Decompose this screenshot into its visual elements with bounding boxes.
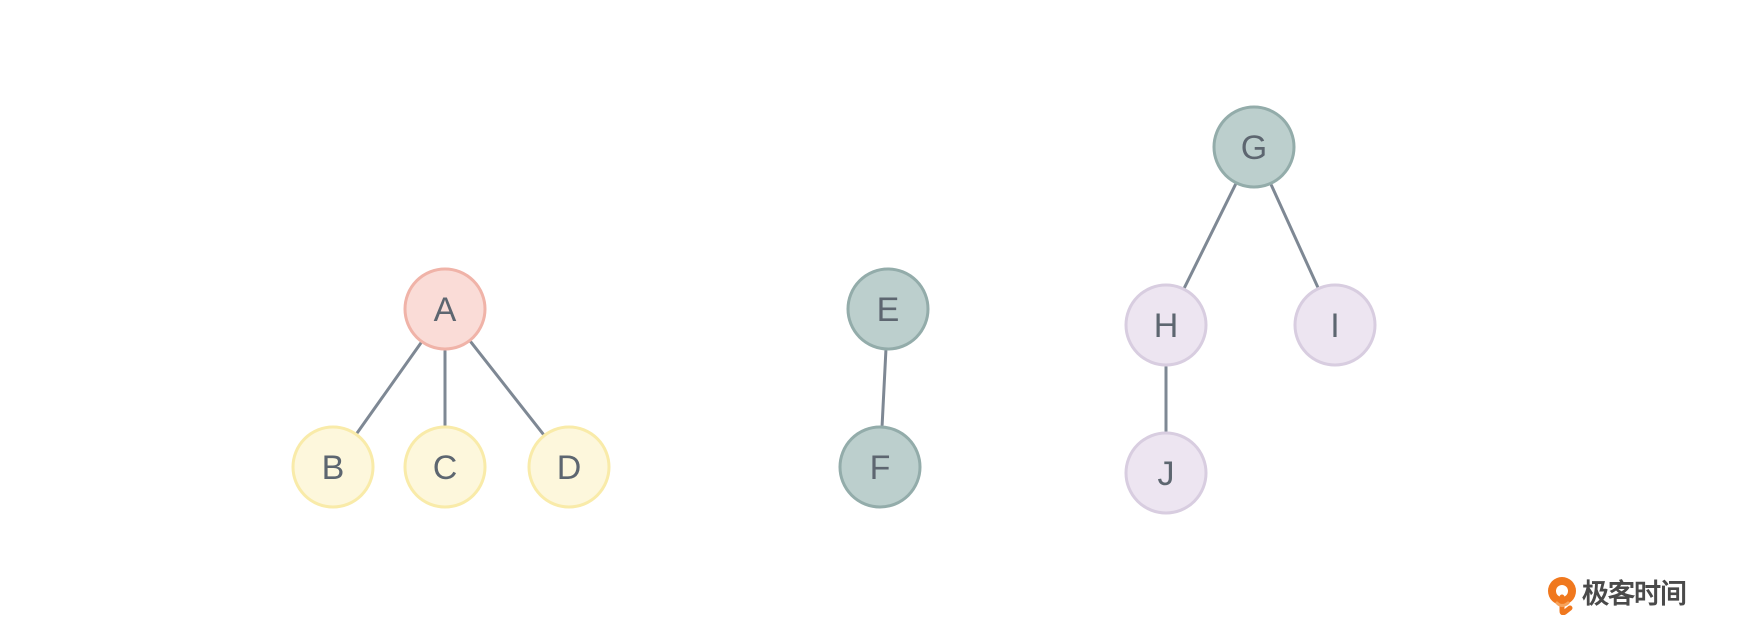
edge-g-h [1183, 183, 1237, 289]
node-label: C [433, 449, 458, 487]
geektime-watermark: 极客时间 [1546, 574, 1687, 616]
node-label: A [434, 291, 457, 329]
node-c: C [403, 425, 487, 509]
geektime-logo-icon [1548, 577, 1576, 615]
node-circle [1124, 283, 1208, 367]
node-i: I [1293, 283, 1377, 367]
watermark-text: 极客时间 [1582, 579, 1687, 610]
node-g: G [1212, 105, 1296, 189]
node-label: E [877, 291, 900, 329]
edge-a-d [469, 340, 545, 436]
node-circle [1293, 283, 1377, 367]
node-b: B [291, 425, 375, 509]
node-circle [527, 425, 611, 509]
node-circle [1212, 105, 1296, 189]
node-label: I [1330, 307, 1339, 345]
edge-a-b [355, 341, 423, 435]
node-label: J [1158, 455, 1175, 493]
node-label: H [1154, 307, 1179, 345]
node-a: A [403, 267, 487, 351]
node-circle [403, 425, 487, 509]
node-label: G [1241, 129, 1267, 167]
node-f: F [838, 425, 922, 509]
node-h: H [1124, 283, 1208, 367]
edge-e-f [880, 349, 888, 427]
node-label: D [557, 449, 582, 487]
nodes-layer: A B C D E F G H I J [291, 105, 1377, 515]
node-circle [1124, 431, 1208, 515]
node-circle [291, 425, 375, 509]
edge-g-i [1269, 183, 1320, 289]
node-circle [838, 425, 922, 509]
node-label: F [870, 449, 891, 487]
node-e: E [846, 267, 930, 351]
node-j: J [1124, 431, 1208, 515]
node-label: B [322, 449, 345, 487]
node-circle [403, 267, 487, 351]
node-d: D [527, 425, 611, 509]
edges-layer [355, 183, 1320, 436]
node-circle [846, 267, 930, 351]
